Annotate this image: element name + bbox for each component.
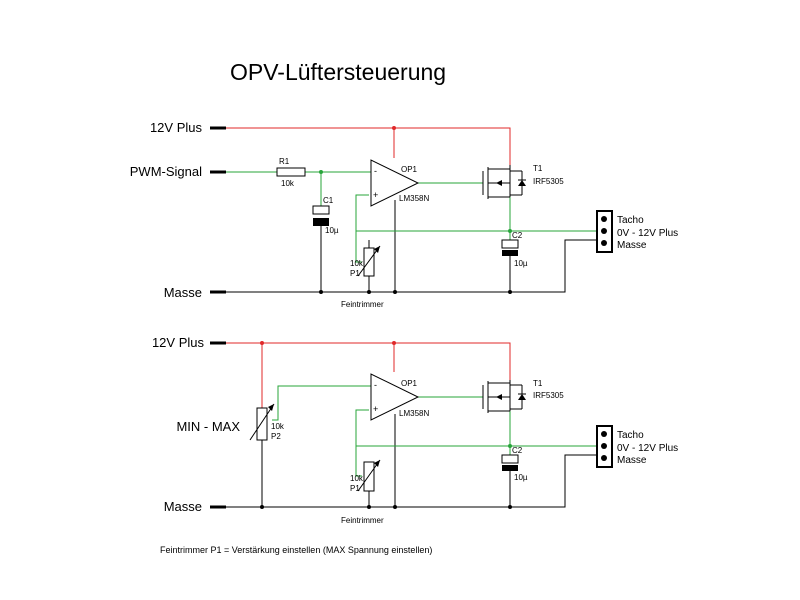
fan-connector [596, 210, 613, 253]
junction [393, 290, 397, 294]
trimmer-label: Feintrimmer [341, 516, 384, 525]
c2-name: C2 [512, 231, 523, 240]
junction [319, 170, 323, 174]
input-label: PWM-Signal [130, 164, 202, 179]
c1-name: C1 [323, 196, 334, 205]
signal-wire [226, 171, 598, 263]
rail-gnd-label: Masse [164, 285, 202, 300]
c2-value: 10µ [514, 259, 528, 268]
signal-wire [272, 385, 598, 477]
rail-plus-label: 12V Plus [150, 120, 203, 135]
junction [508, 505, 512, 509]
connector-pin-1: Tacho [617, 430, 644, 441]
junction [508, 229, 512, 233]
capacitor-c2 [501, 239, 519, 256]
potentiometer-p1 [357, 240, 381, 277]
junction [393, 505, 397, 509]
r1-value: 10k [281, 179, 295, 188]
p2-value: 10k [271, 422, 285, 431]
opamp-op1 [370, 159, 420, 207]
t1-name: T1 [533, 379, 543, 388]
opamp-op1 [370, 373, 420, 421]
op-type: LM358N [399, 409, 429, 418]
op-name: OP1 [401, 379, 418, 388]
junction [367, 290, 371, 294]
t1-type: IRF5305 [533, 177, 564, 186]
diagram-title: OPV-Lüftersteuerung [230, 59, 446, 85]
junction [319, 290, 323, 294]
junction [260, 341, 264, 345]
ground-wire [226, 200, 598, 293]
connector-pin-3: Masse [617, 455, 647, 466]
p2-name: P2 [271, 432, 281, 441]
p1-name: P1 [350, 269, 360, 278]
c2-name: C2 [512, 446, 523, 455]
p1-value: 10k [350, 474, 364, 483]
junction [392, 341, 396, 345]
rail-gnd-label: Masse [164, 499, 202, 514]
junction [367, 505, 371, 509]
connector-pin-3: Masse [617, 240, 647, 251]
junction [508, 290, 512, 294]
footnote: Feintrimmer P1 = Verstärkung einstellen … [160, 545, 432, 555]
circuit-pwm: 12V Plus PWM-Signal Masse R1 10k C1 10µ [130, 120, 678, 309]
plus-wire [226, 342, 511, 408]
trimmer-label: Feintrimmer [341, 300, 384, 309]
op-plus: + [373, 404, 378, 414]
input-label: MIN - MAX [176, 419, 240, 434]
connector-pin-2: 0V - 12V Plus [617, 228, 678, 239]
r1-name: R1 [279, 157, 290, 166]
mosfet-t1 [482, 165, 526, 199]
op-plus: + [373, 190, 378, 200]
fan-connector [596, 425, 613, 468]
rail-plus-label: 12V Plus [152, 335, 205, 350]
junction [508, 444, 512, 448]
op-minus: - [374, 380, 377, 390]
junction [260, 505, 264, 509]
c1-value: 10µ [325, 226, 339, 235]
capacitor-c1 [312, 205, 330, 226]
p1-name: P1 [350, 484, 360, 493]
capacitor-c2 [501, 454, 519, 471]
op-type: LM358N [399, 194, 429, 203]
plus-wire [226, 127, 511, 165]
mosfet-t1 [482, 380, 526, 413]
c2-value: 10µ [514, 473, 528, 482]
t1-name: T1 [533, 164, 543, 173]
p1-value: 10k [350, 259, 364, 268]
connector-pin-2: 0V - 12V Plus [617, 443, 678, 454]
t1-type: IRF5305 [533, 391, 564, 400]
circuit-minmax: 12V Plus MIN - MAX Masse 10k P2 - + OP1 … [152, 335, 678, 525]
potentiometer-p1 [357, 459, 381, 492]
op-minus: - [374, 166, 377, 176]
junction [392, 126, 396, 130]
connector-pin-1: Tacho [617, 215, 644, 226]
ground-wire [226, 414, 598, 508]
potentiometer-p2 [249, 403, 275, 441]
resistor-r1 [276, 167, 306, 177]
op-name: OP1 [401, 165, 418, 174]
